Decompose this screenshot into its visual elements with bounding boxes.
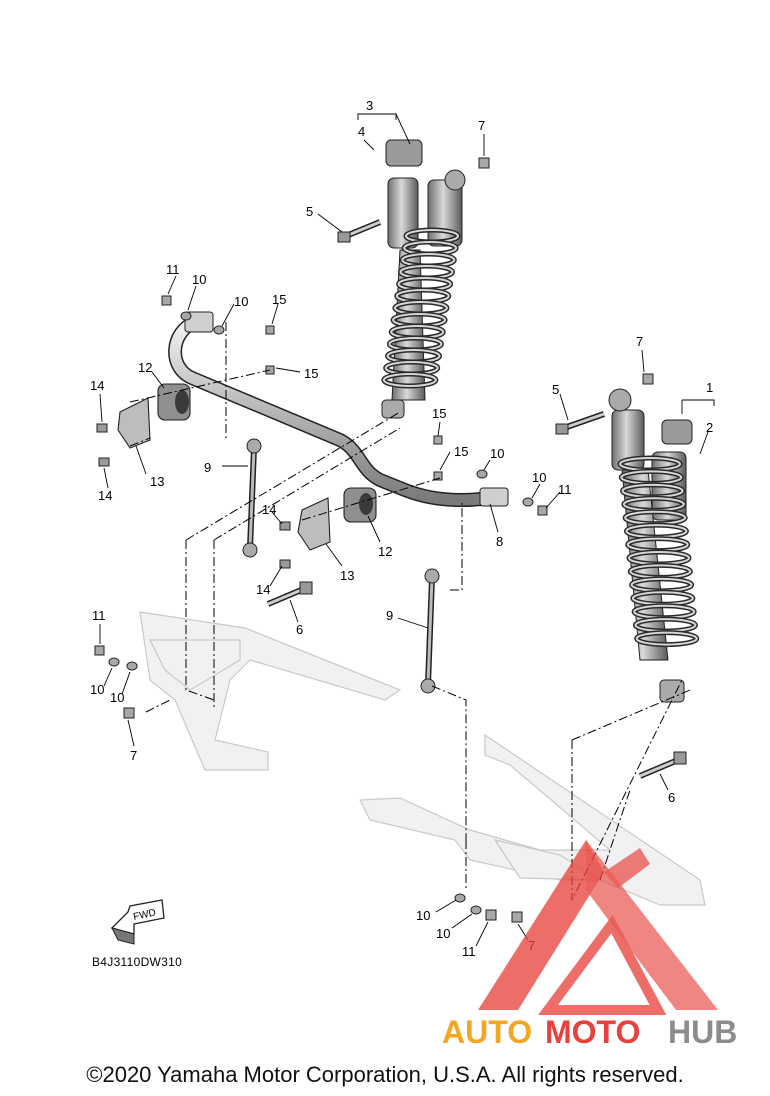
- callout-15: 15: [432, 406, 446, 421]
- stabilizer-bar: [168, 311, 509, 507]
- callout-numbers: 3 4 7 5 11 10 10 15 15 12 14 13 14 9 15 …: [90, 98, 713, 959]
- callout-11: 11: [166, 262, 180, 277]
- callout-4: 4: [358, 124, 365, 139]
- bushing-right: [343, 487, 377, 523]
- spring-coil-highlight: [635, 631, 698, 646]
- callout-10: 10: [192, 272, 206, 287]
- shock-absorber-upper: [381, 139, 466, 419]
- copyright-notice: ©2020 Yamaha Motor Corporation, U.S.A. A…: [86, 1062, 684, 1087]
- callout-15: 15: [454, 444, 468, 459]
- bolts-14: [96, 423, 291, 569]
- spring-coil-highlight: [382, 373, 437, 387]
- callout-14: 14: [256, 582, 270, 597]
- diagram-code: B4J3110DW310: [92, 955, 182, 969]
- callout-10: 10: [490, 446, 504, 461]
- fwd-arrow-icon: FWD: [110, 899, 165, 945]
- spring-lower: [617, 455, 700, 648]
- bolt-5-upper: [337, 219, 382, 243]
- callout-10: 10: [234, 294, 248, 309]
- callout-2: 2: [706, 420, 713, 435]
- callout-5: 5: [552, 382, 559, 397]
- callout-12: 12: [378, 544, 392, 559]
- callout-11: 11: [462, 944, 476, 959]
- callout-9: 9: [386, 608, 393, 623]
- wordmark-hub: HUB: [668, 1014, 737, 1050]
- left-swing-arm-ghost: [139, 611, 402, 771]
- right-swing-arm-ghost: [359, 733, 706, 906]
- bracket-left: [117, 397, 151, 449]
- callout-11: 11: [558, 482, 572, 497]
- bushing-left: [157, 383, 191, 421]
- callout-14: 14: [98, 488, 112, 503]
- fwd-label: FWD: [132, 907, 157, 922]
- callout-8: 8: [496, 534, 503, 549]
- callout-6: 6: [296, 622, 303, 637]
- callout-13: 13: [340, 568, 354, 583]
- callout-10: 10: [532, 470, 546, 485]
- callout-7: 7: [636, 334, 643, 349]
- callout-10: 10: [110, 690, 124, 705]
- shock-absorber-lower: [608, 388, 700, 703]
- callout-10: 10: [416, 908, 430, 923]
- small-hardware: [94, 157, 654, 923]
- assembly-lines: [129, 322, 691, 901]
- wordmark-auto: AUTO: [442, 1014, 532, 1050]
- spring-upper: [381, 227, 461, 389]
- stabilizer-link-right: [420, 568, 440, 694]
- callout-12: 12: [138, 360, 152, 375]
- callout-15: 15: [304, 366, 318, 381]
- callout-11: 11: [92, 608, 106, 623]
- stabilizer-link-left: [242, 438, 262, 558]
- callout-10: 10: [436, 926, 450, 941]
- callout-13: 13: [150, 474, 164, 489]
- callout-14: 14: [90, 378, 104, 393]
- callout-1: 1: [706, 380, 713, 395]
- callout-15: 15: [272, 292, 286, 307]
- callout-7: 7: [478, 118, 485, 133]
- callout-10: 10: [90, 682, 104, 697]
- callout-9: 9: [204, 460, 211, 475]
- automotohub-watermark-logo: [478, 840, 718, 1015]
- callout-7: 7: [130, 748, 137, 763]
- bolt-5-lower: [555, 411, 605, 435]
- callout-5: 5: [306, 204, 313, 219]
- automotohub-wordmark: AUTO MOTO HUB: [442, 1014, 737, 1050]
- wordmark-moto: MOTO: [545, 1014, 640, 1050]
- bolt-6-left: [266, 581, 313, 607]
- callout-3: 3: [366, 98, 373, 113]
- callout-6: 6: [668, 790, 675, 805]
- leader-lines: [99, 113, 715, 947]
- bracket-right: [297, 497, 331, 551]
- callout-14: 14: [262, 502, 276, 517]
- bolt-6-right: [638, 751, 687, 779]
